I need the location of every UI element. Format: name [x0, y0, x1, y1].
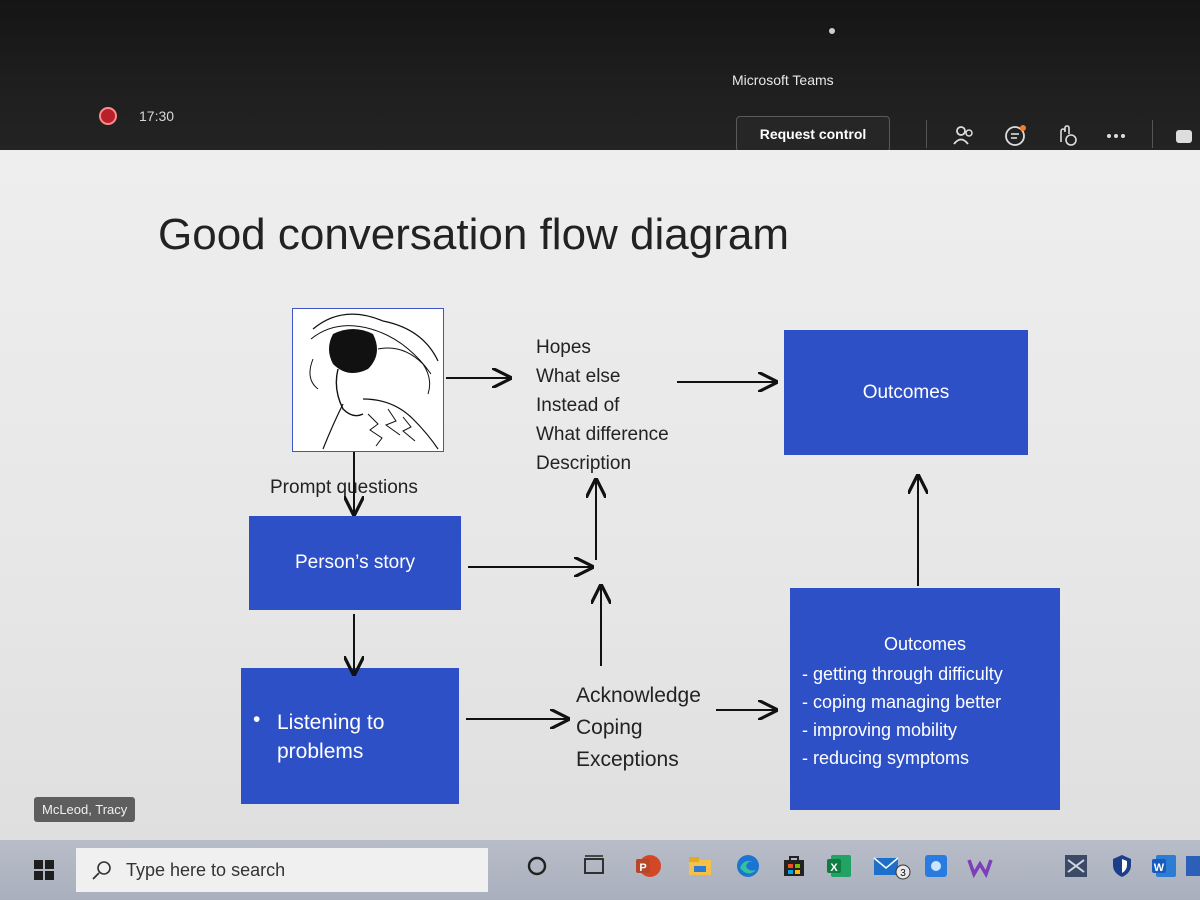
listening-box: • Listening to problems [241, 668, 459, 804]
file-explorer-icon[interactable] [686, 852, 714, 880]
reactions-icon[interactable] [1053, 122, 1081, 150]
request-control-button[interactable]: Request control [736, 116, 890, 152]
prompt-questions-label: Prompt questions [270, 477, 418, 498]
word-letter: W [1154, 862, 1165, 874]
taskbar-search-box[interactable]: Type here to search [76, 848, 488, 892]
outcome-item: - getting through difficulty [802, 664, 1003, 684]
meeting-timer: 17:30 [139, 108, 175, 124]
chat-icon[interactable] [1002, 122, 1030, 150]
bullet-dot: • [253, 708, 261, 731]
windows-start-icon[interactable] [34, 860, 54, 880]
more-icon[interactable] [1102, 122, 1130, 150]
outcomes-box: Outcomes [784, 330, 1028, 455]
persons-story-label: Person’s story [294, 552, 416, 573]
outcome-item: - improving mobility [802, 720, 958, 740]
flow-arrows [0, 150, 1200, 840]
mail-badge-count: 3 [900, 868, 906, 879]
task-view-icon[interactable] [580, 852, 608, 880]
store-icon[interactable] [780, 852, 808, 880]
recording-icon [99, 107, 117, 125]
question-item: Hopes [536, 337, 591, 358]
toolbar-divider [926, 120, 927, 148]
teams-top-bar: Microsoft Teams 17:30 Request control [0, 0, 1200, 152]
question-list: Hopes What else Instead of What differen… [536, 333, 669, 478]
slide-title: Good conversation flow diagram [158, 210, 789, 259]
question-item: Instead of [536, 395, 620, 416]
app-icon-blue[interactable] [922, 852, 950, 880]
outcomes-list-box: Outcomes - getting through difficulty - … [790, 588, 1060, 810]
presenter-name-tag: McLeod, Tracy [34, 797, 136, 822]
edge-icon[interactable] [734, 852, 762, 880]
outcomes-box-label: Outcomes [862, 382, 950, 403]
outcome-item: - coping managing better [802, 692, 1002, 712]
outcomes-list: - getting through difficulty - coping ma… [802, 660, 1003, 772]
cortana-icon[interactable] [523, 852, 551, 880]
ack-item: Exceptions [576, 748, 679, 771]
security-shield-icon[interactable] [1108, 852, 1136, 880]
ack-item: Acknowledge [576, 684, 701, 707]
question-item: What else [536, 366, 621, 387]
word-icon[interactable]: W [1150, 852, 1178, 880]
listening-label: Listening to problems [277, 711, 385, 763]
excel-icon[interactable]: X [825, 852, 853, 880]
person-sketch-image [292, 308, 444, 452]
powerpoint-icon[interactable]: P [634, 852, 662, 880]
app-icon-purple[interactable] [966, 852, 994, 880]
outcome-item: - reducing symptoms [802, 748, 970, 768]
acknowledge-list: Acknowledge Coping Exceptions [576, 680, 701, 776]
excel-letter: X [830, 862, 838, 874]
tray-app-icon[interactable] [1062, 852, 1090, 880]
toolbar-divider [1152, 120, 1153, 148]
powerpoint-letter: P [639, 862, 646, 874]
tray-overflow-icon[interactable] [1186, 852, 1200, 880]
persons-story-box: Person’s story [249, 516, 461, 610]
question-item: What difference [536, 424, 669, 445]
webcam-dot [829, 28, 835, 34]
mail-icon[interactable]: 3 [872, 852, 912, 880]
shared-slide: Good conversation flow diagram Hopes Wha… [0, 150, 1200, 840]
ack-item: Coping [576, 716, 643, 739]
camera-icon[interactable] [1172, 122, 1200, 150]
search-placeholder: Type here to search [126, 860, 286, 880]
outcomes-list-title: Outcomes [883, 634, 967, 654]
app-title: Microsoft Teams [732, 72, 834, 88]
question-item: Description [536, 453, 632, 474]
participants-icon[interactable] [950, 122, 978, 150]
windows-taskbar: Type here to search P X 3 [0, 840, 1200, 900]
search-icon [92, 861, 111, 880]
